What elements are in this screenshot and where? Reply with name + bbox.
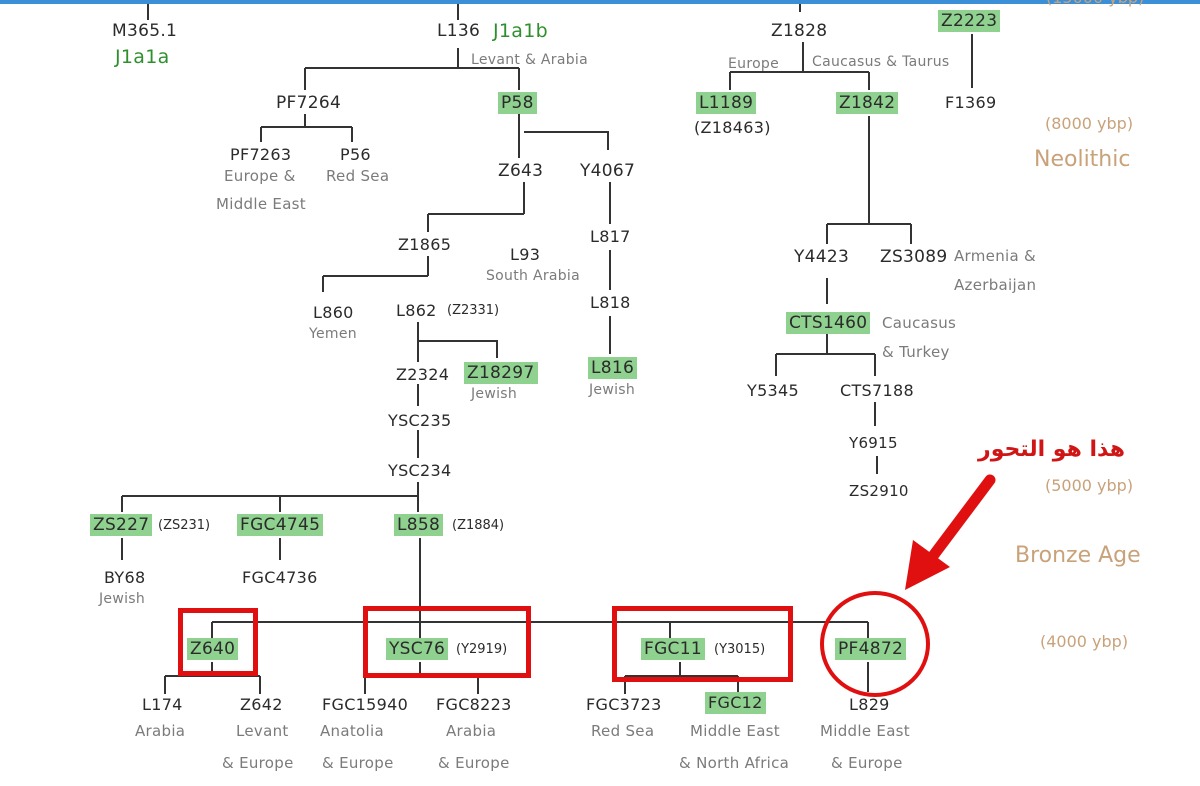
node-zs3089: ZS3089 bbox=[880, 247, 948, 267]
node-z640: Z640 bbox=[187, 638, 239, 660]
node-l174: L174 bbox=[142, 695, 183, 714]
time-label-4000-ybp: (4000 ybp) bbox=[1040, 632, 1129, 651]
node-m365-1: M365.1 bbox=[112, 21, 178, 41]
node-z1828: Z1828 bbox=[771, 21, 828, 41]
subclade-ysc76: (Y2919) bbox=[456, 642, 508, 657]
region-p56: Red Sea bbox=[326, 167, 390, 185]
region-by68: Jewish bbox=[99, 591, 146, 607]
node-zs227: ZS227 bbox=[90, 514, 153, 536]
region-z642-line2: & Europe bbox=[222, 754, 294, 772]
region-fgc3723: Red Sea bbox=[591, 722, 655, 740]
region-cts1460-line1: Caucasus bbox=[882, 314, 957, 332]
node-l862: L862 bbox=[396, 301, 437, 320]
era-neolithic: Neolithic bbox=[1034, 147, 1131, 172]
region-l93: South Arabia bbox=[486, 268, 581, 284]
region-pf7263-line2: Middle East bbox=[216, 195, 306, 213]
region-caucasus-taurus: Caucasus & Taurus bbox=[812, 54, 950, 70]
subclade-fgc11: (Y3015) bbox=[714, 642, 766, 657]
highlight-circle-pf4872 bbox=[820, 591, 930, 697]
node-ysc234: YSC234 bbox=[388, 461, 452, 480]
region-fgc8223-line2: & Europe bbox=[438, 754, 510, 772]
node-y5345: Y5345 bbox=[747, 381, 799, 400]
subclade-zs227: (ZS231) bbox=[158, 518, 211, 533]
node-fgc4745: FGC4745 bbox=[237, 514, 324, 536]
region-levant-arabia: Levant & Arabia bbox=[471, 52, 588, 68]
region-l829-line1: Middle East bbox=[820, 722, 910, 740]
region-pf7263-line1: Europe & bbox=[224, 167, 296, 185]
node-f1369: F1369 bbox=[945, 93, 997, 112]
time-label-15000-ybp: (15000 ybp) bbox=[1046, 0, 1144, 8]
node-pf7264: PF7264 bbox=[276, 93, 342, 113]
highlight-box-z640 bbox=[178, 608, 258, 676]
region-europe: Europe bbox=[728, 56, 780, 72]
node-cts1460: CTS1460 bbox=[786, 312, 871, 334]
region-fgc15940-line1: Anatolia bbox=[320, 722, 384, 740]
node-p58: P58 bbox=[498, 92, 537, 114]
region-l860: Yemen bbox=[309, 326, 357, 342]
time-label-5000-ybp: (5000 ybp) bbox=[1045, 476, 1134, 495]
node-z18297: Z18297 bbox=[464, 362, 538, 384]
node-l817: L817 bbox=[590, 227, 631, 246]
highlight-box-ysc76 bbox=[363, 606, 531, 678]
clade-label-j1a1a: J1a1a bbox=[115, 46, 170, 68]
clade-label-j1a1b: J1a1b bbox=[493, 20, 548, 42]
node-l136: L136 bbox=[437, 21, 481, 41]
node-ysc76: YSC76 bbox=[386, 638, 449, 660]
era-bronze-age: Bronze Age bbox=[1015, 543, 1141, 568]
region-l829-line2: & Europe bbox=[831, 754, 903, 772]
node-by68: BY68 bbox=[104, 568, 146, 587]
region-fgc12-line1: Middle East bbox=[690, 722, 780, 740]
subclade-l862: (Z2331) bbox=[447, 303, 500, 318]
region-cts1460-line2: & Turkey bbox=[882, 343, 950, 361]
node-l858: L858 bbox=[394, 514, 444, 536]
node-l818: L818 bbox=[590, 293, 631, 312]
node-fgc15940: FGC15940 bbox=[322, 695, 409, 714]
node-l816: L816 bbox=[588, 357, 638, 379]
node-z642: Z642 bbox=[240, 695, 283, 714]
node-l829: L829 bbox=[849, 695, 890, 714]
region-l816: Jewish bbox=[589, 382, 636, 398]
highlight-box-fgc11 bbox=[612, 606, 793, 682]
time-label-8000-ybp: (8000 ybp) bbox=[1045, 114, 1134, 133]
region-zs3089-line2: Azerbaijan bbox=[954, 276, 1037, 294]
node-l860: L860 bbox=[313, 303, 354, 322]
region-z18297: Jewish bbox=[471, 386, 518, 402]
node-y6915: Y6915 bbox=[849, 434, 898, 452]
subclade-l858: (Z1884) bbox=[452, 518, 505, 533]
node-fgc11: FGC11 bbox=[641, 638, 705, 660]
node-z2223: Z2223 bbox=[938, 10, 1001, 32]
node-y4423: Y4423 bbox=[794, 247, 850, 267]
region-l174: Arabia bbox=[135, 722, 186, 740]
region-fgc15940-line2: & Europe bbox=[322, 754, 394, 772]
node-pf7263: PF7263 bbox=[230, 145, 292, 164]
region-z642-line1: Levant bbox=[236, 722, 289, 740]
node-p56: P56 bbox=[340, 145, 371, 164]
annotation-text: هذا هو التحور bbox=[978, 437, 1125, 462]
region-fgc8223-line1: Arabia bbox=[446, 722, 497, 740]
node-z1842: Z1842 bbox=[836, 92, 899, 114]
node-fgc8223: FGC8223 bbox=[436, 695, 512, 714]
node-fgc3723: FGC3723 bbox=[586, 695, 662, 714]
node-ysc235: YSC235 bbox=[388, 411, 452, 430]
node-zs2910: ZS2910 bbox=[849, 482, 909, 500]
node-z643: Z643 bbox=[498, 161, 544, 181]
node-z1865: Z1865 bbox=[398, 235, 452, 254]
subclade-z18463: (Z18463) bbox=[694, 118, 771, 137]
node-l1189: L1189 bbox=[696, 92, 757, 114]
region-zs3089-line1: Armenia & bbox=[954, 247, 1037, 265]
node-y4067: Y4067 bbox=[580, 161, 636, 181]
top-accent-bar bbox=[0, 0, 1200, 4]
node-cts7188: CTS7188 bbox=[840, 381, 914, 400]
node-fgc12: FGC12 bbox=[705, 692, 766, 714]
region-fgc12-line2: & North Africa bbox=[679, 754, 790, 772]
node-l93: L93 bbox=[510, 245, 541, 264]
node-fgc4736: FGC4736 bbox=[242, 568, 318, 587]
node-z2324: Z2324 bbox=[396, 365, 450, 384]
